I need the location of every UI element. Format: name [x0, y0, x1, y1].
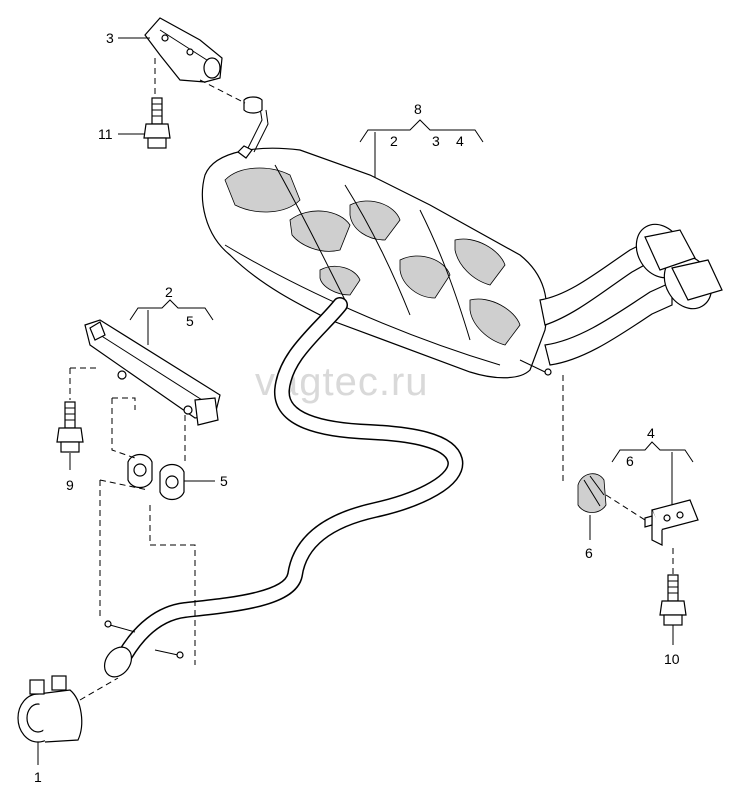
callout-1: 1 [34, 769, 42, 785]
callout-6: 6 [585, 545, 593, 561]
callout-10: 10 [664, 651, 680, 667]
rubber-mount-6 [577, 473, 607, 513]
callout-11: 11 [98, 126, 113, 142]
callout-labels: 3 11 8 2 3 4 2 5 9 5 4 6 6 10 1 [34, 30, 680, 785]
leader-lines [37, 37, 694, 765]
bolt-9 [56, 401, 84, 453]
bolt-11 [143, 97, 171, 149]
pipe-clamp [17, 675, 119, 743]
upper-mount-bracket [144, 17, 246, 104]
bolt-10 [659, 574, 687, 626]
callout-4-top: 4 [456, 133, 464, 149]
callout-3-left: 3 [106, 30, 114, 46]
callout-4-hanger: 4 [647, 425, 655, 441]
callout-6-hanger: 6 [626, 453, 634, 469]
callout-2-bracket: 2 [165, 284, 173, 300]
callout-2-top: 2 [390, 133, 398, 149]
callout-9: 9 [66, 477, 74, 493]
rear-muffler [201, 96, 723, 379]
intermediate-pipe [103, 297, 464, 678]
callout-3-top: 3 [432, 133, 440, 149]
cross-bracket [84, 319, 221, 426]
assembly-lines [69, 58, 674, 665]
callout-8: 8 [414, 101, 422, 117]
callout-5-bracket: 5 [186, 313, 194, 329]
hanger-bracket [644, 499, 699, 546]
rubber-mounts-5 [127, 453, 185, 501]
callout-5-right: 5 [220, 473, 228, 489]
